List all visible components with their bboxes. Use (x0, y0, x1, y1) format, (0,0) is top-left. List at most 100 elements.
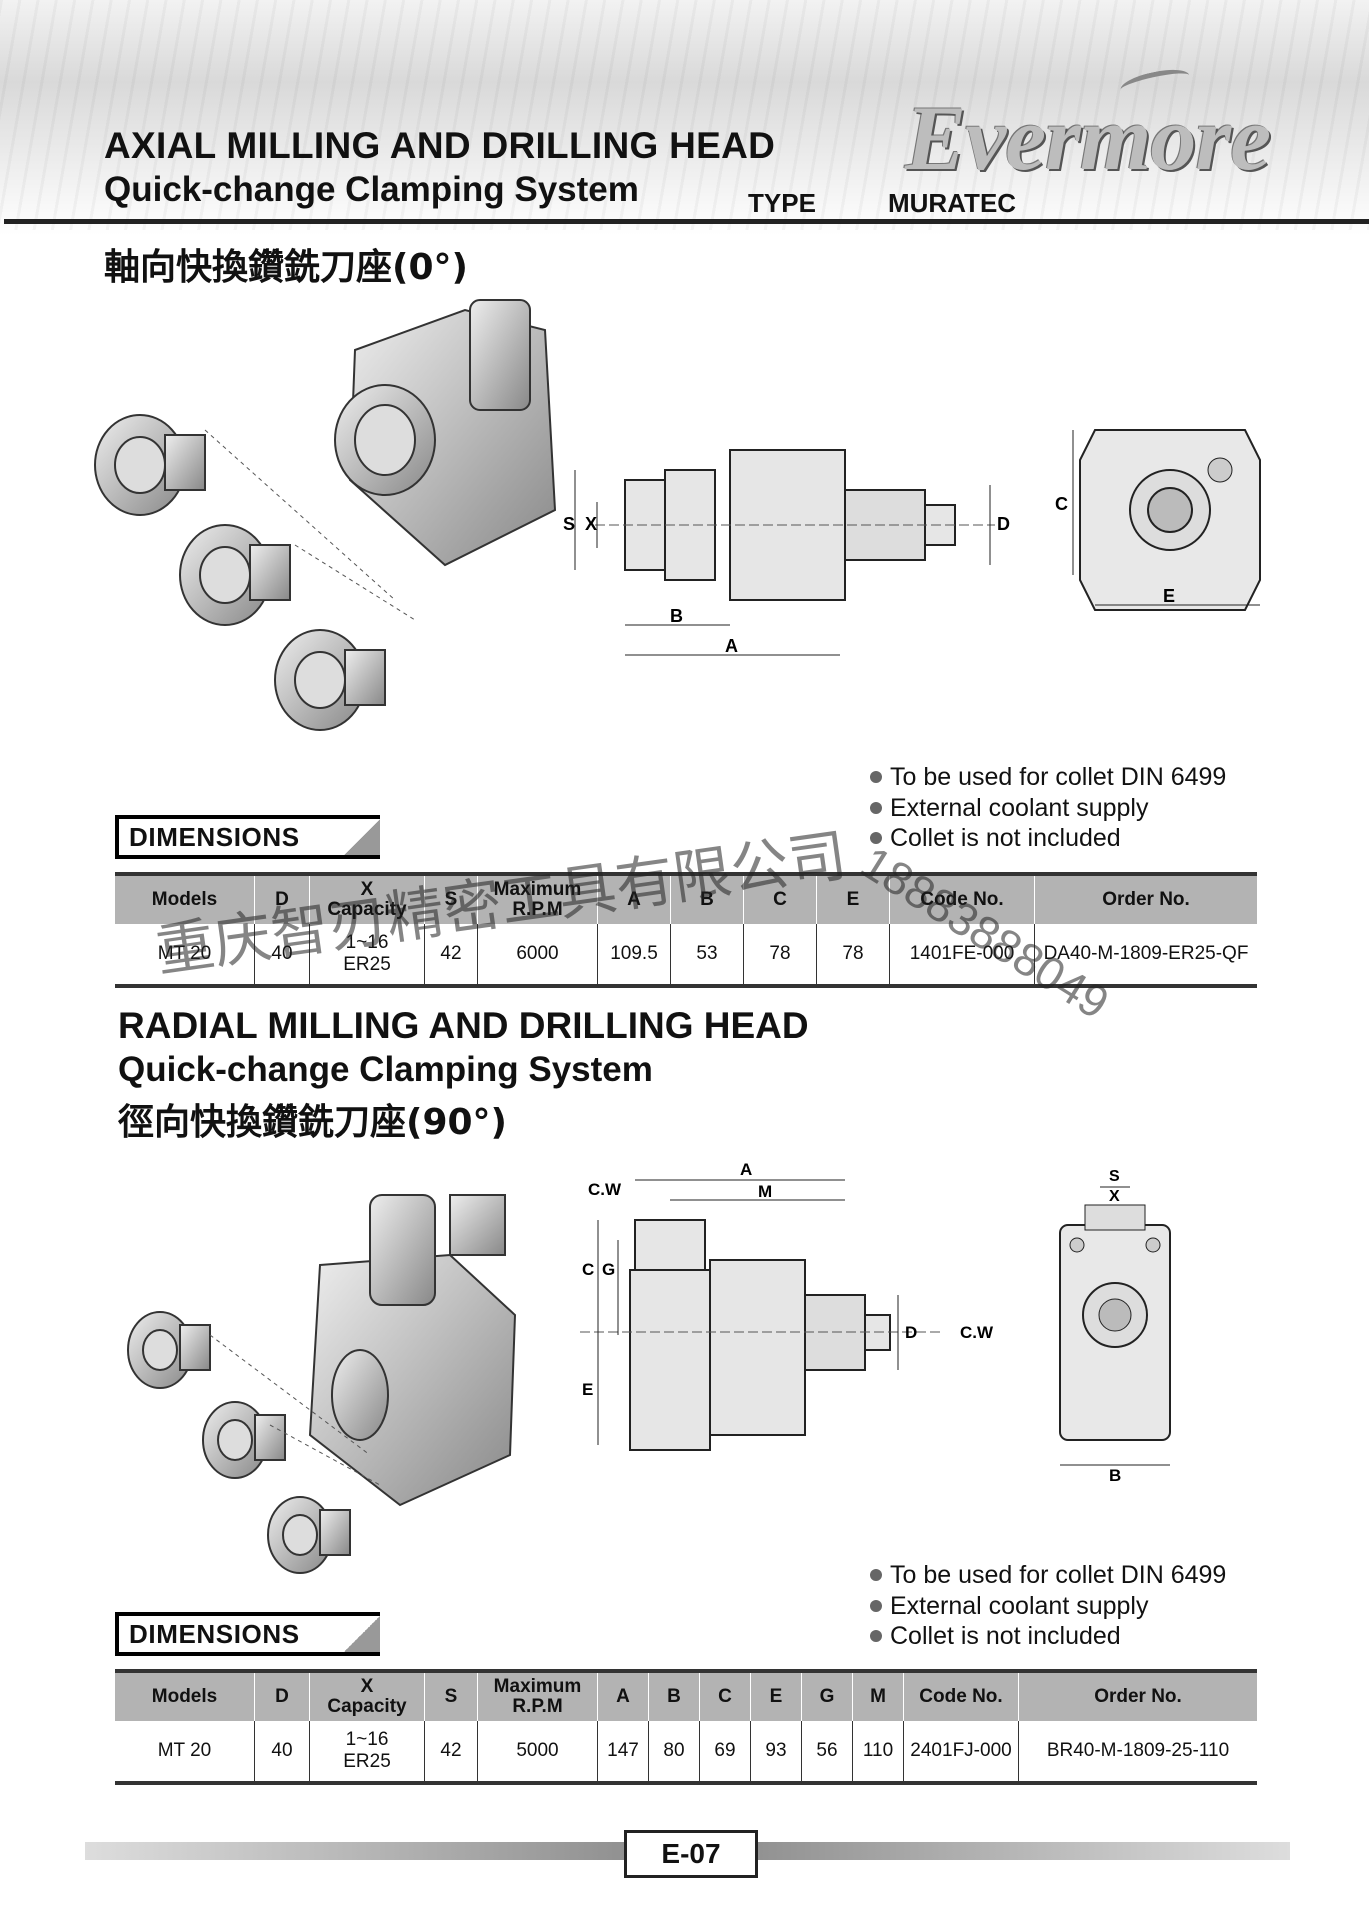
bullet-icon (870, 1630, 882, 1642)
dim-label-b: B (1109, 1466, 1121, 1485)
radial-front-view-drawing: S X B (1059, 1168, 1171, 1485)
col-header: A (597, 1671, 649, 1721)
cell-b: 53 (670, 924, 744, 986)
col-header: G (801, 1671, 853, 1721)
col-header: Code No. (889, 874, 1035, 924)
note-item: Collet is not included (870, 823, 1226, 854)
radial-title-zh: 徑向快換鑽銑刀座(90°) (118, 1102, 508, 1143)
note-item: External coolant supply (870, 793, 1226, 824)
table-row: MT 20 40 1~16 ER25 42 6000 109.5 53 78 7… (115, 924, 1257, 986)
col-header: A (597, 874, 671, 924)
col-header: D (254, 874, 310, 924)
cell-c: 78 (743, 924, 817, 986)
radial-title: RADIAL MILLING AND DRILLING HEAD (118, 1005, 809, 1046)
col-header: E (750, 1671, 802, 1721)
axial-product-illustration (94, 299, 557, 731)
header-rule (4, 219, 1369, 224)
bullet-icon (870, 771, 882, 783)
cell-code: 2401FJ-000 (903, 1721, 1019, 1783)
type-label: TYPE (748, 188, 816, 218)
bullet-icon (870, 832, 882, 844)
col-header: Maximum R.P.M (477, 874, 598, 924)
cell-a: 147 (597, 1721, 649, 1783)
cell-capacity: 1~16 ER25 (309, 924, 425, 986)
axial-notes: To be used for collet DIN 6499 External … (870, 762, 1226, 854)
dim-label-e: E (1163, 586, 1175, 606)
header-texture (0, 0, 1369, 230)
dim-label-g: G (602, 1260, 615, 1279)
table-row: MT 20 40 1~16 ER25 42 5000 147 80 69 93 … (115, 1721, 1257, 1783)
cell-g: 56 (801, 1721, 853, 1783)
axial-spec-table: Models D X Capacity S Maximum R.P.M A B … (115, 872, 1257, 988)
col-header: B (670, 874, 744, 924)
note-item: To be used for collet DIN 6499 (870, 1560, 1226, 1591)
cell-d: 40 (254, 1721, 310, 1783)
type-value: MURATEC (888, 188, 1017, 218)
col-header: X Capacity (309, 1671, 425, 1721)
dim-label-a: A (725, 636, 738, 656)
page-subtitle: Quick-change Clamping System (104, 170, 639, 209)
page-number: E-07 (624, 1830, 758, 1878)
cell-m: 110 (852, 1721, 904, 1783)
bullet-icon (870, 1569, 882, 1581)
brand-logo: Evermore (905, 87, 1271, 189)
cell-order: BR40-M-1809-25-110 (1018, 1721, 1257, 1783)
col-header: Order No. (1034, 874, 1257, 924)
dim-label-s: S (1109, 1168, 1120, 1185)
note-item: External coolant supply (870, 1591, 1226, 1622)
dim-label-c: C (1055, 494, 1068, 514)
dim-label-c: C (582, 1260, 594, 1279)
radial-subtitle: Quick-change Clamping System (118, 1050, 653, 1089)
col-header: C (743, 874, 817, 924)
cell-rpm: 6000 (477, 924, 598, 986)
cell-code: 1401FE-000 (889, 924, 1035, 986)
note-item: To be used for collet DIN 6499 (870, 762, 1226, 793)
dim-label-cw-2: C.W (960, 1323, 994, 1342)
page-title-zh: 軸向快換鑽銑刀座(0°) (104, 247, 468, 288)
cell-model: MT 20 (157, 1740, 212, 1761)
col-header: D (254, 1671, 310, 1721)
cell-order: DA40-M-1809-ER25-QF (1034, 924, 1257, 986)
radial-dimensions-tag: DIMENSIONS (115, 1612, 380, 1656)
col-header: Models (115, 874, 255, 924)
col-header: B (648, 1671, 700, 1721)
col-header: S (424, 1671, 478, 1721)
col-header: S (424, 874, 478, 924)
dim-label-d: D (997, 514, 1010, 534)
radial-notes: To be used for collet DIN 6499 External … (870, 1560, 1226, 1652)
col-header: Models (115, 1671, 255, 1721)
cell-s: 42 (424, 924, 478, 986)
col-header: Maximum R.P.M (477, 1671, 598, 1721)
cell-a: 109.5 (597, 924, 671, 986)
cell-model: MT 20 (157, 943, 212, 964)
dim-label-e: E (582, 1380, 593, 1399)
cell-b: 80 (648, 1721, 700, 1783)
radial-side-view-drawing: A M C.W C G E D C.W (580, 1160, 994, 1451)
cell-s: 42 (424, 1721, 478, 1783)
cell-rpm: 5000 (477, 1721, 598, 1783)
axial-front-view-drawing: C E (1055, 429, 1261, 611)
note-item: Collet is not included (870, 1621, 1226, 1652)
dim-label-m: M (758, 1182, 772, 1201)
dim-label-d: D (905, 1323, 917, 1342)
col-header: M (852, 1671, 904, 1721)
dim-label-x: X (585, 514, 597, 534)
cell-e: 93 (750, 1721, 802, 1783)
col-header: C (699, 1671, 751, 1721)
bullet-icon (870, 1599, 882, 1612)
dim-label-x: X (1109, 1188, 1120, 1205)
cell-capacity: 1~16 ER25 (309, 1721, 425, 1783)
col-header: E (816, 874, 890, 924)
dim-label-cw: C.W (588, 1180, 622, 1199)
col-header: X Capacity (309, 874, 425, 924)
cell-c: 69 (699, 1721, 751, 1783)
radial-product-illustration (127, 1194, 517, 1574)
header-banner (0, 0, 1369, 235)
col-header: Code No. (903, 1671, 1019, 1721)
dim-label-b: B (670, 606, 683, 626)
bullet-icon (870, 801, 882, 814)
cell-e: 78 (816, 924, 890, 986)
axial-side-view-drawing: S X B A D (563, 449, 1010, 656)
dim-label-s: S (563, 514, 575, 534)
col-header: Order No. (1018, 1671, 1257, 1721)
